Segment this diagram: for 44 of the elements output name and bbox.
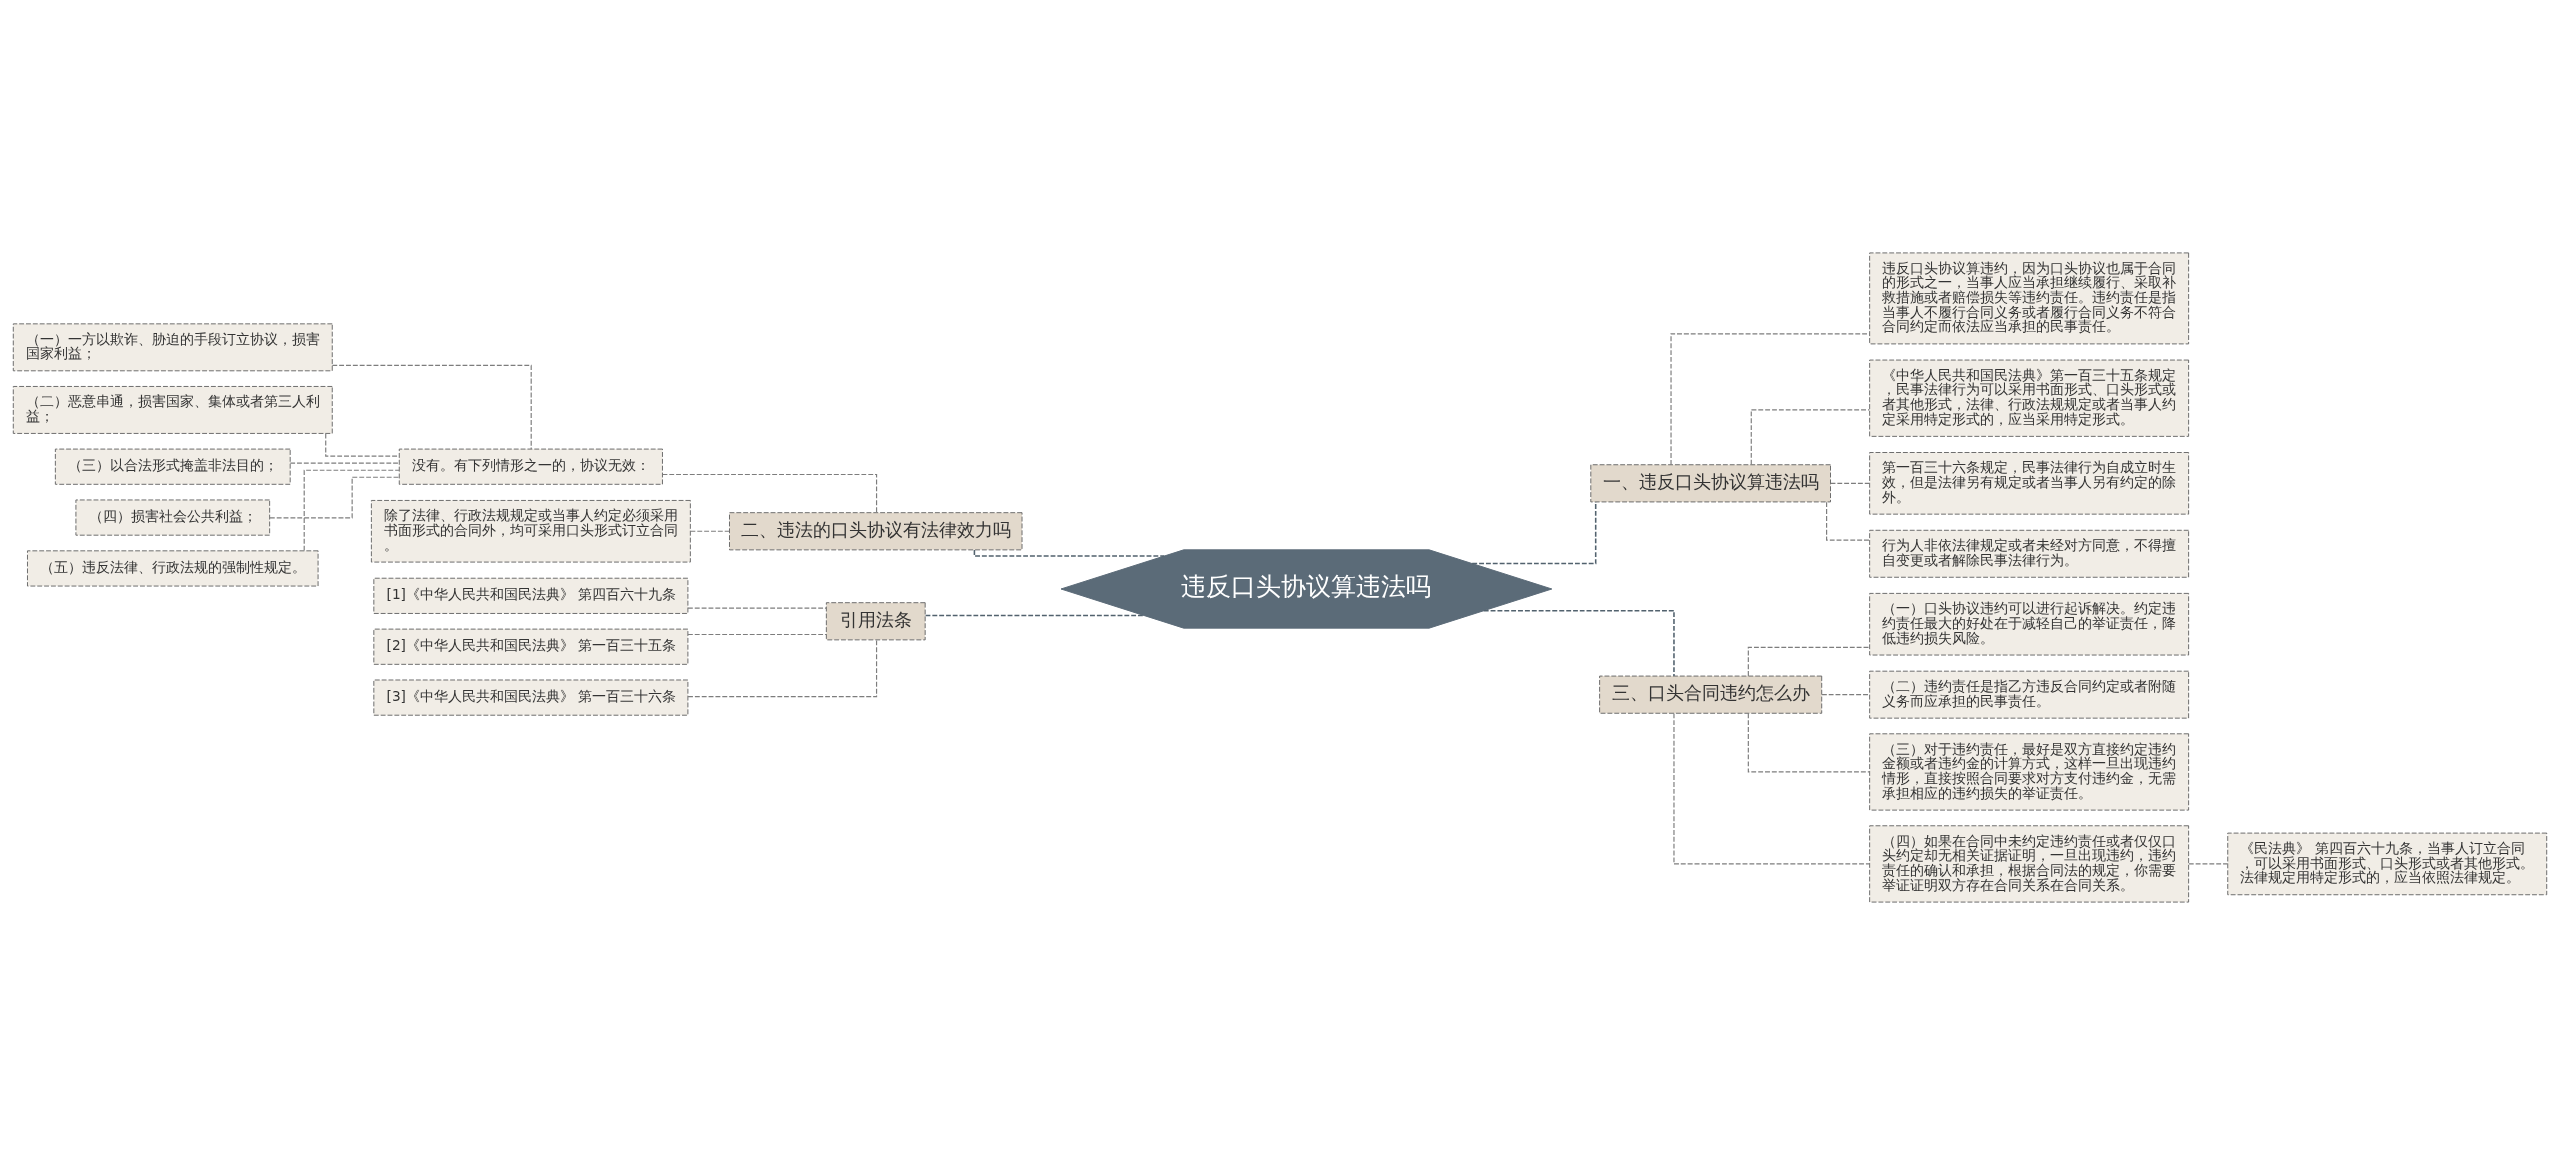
- connector: [325, 432, 400, 457]
- node-box: （三）以合法形式掩盖非法目的；: [54, 448, 291, 485]
- connector: [1482, 609, 1675, 677]
- connector: [269, 476, 400, 518]
- connector: [687, 607, 827, 609]
- node-box: （一）口头协议违约可以进行起诉解决。约定违约责任最大的好处在于减轻自己的举证责任，降低违约损失风险。: [1869, 592, 2190, 656]
- connector: [289, 462, 400, 464]
- node-box: 除了法律、行政法规规定或当事人约定必须采用书面形式的合同外，均可采用口头形式订立合同。: [370, 499, 691, 563]
- node-box: （二）恶意串通，损害国家、集体或者第三人利益；: [12, 385, 333, 434]
- node-box: 行为人非依法律规定或者未经对方同意，不得擅自变更或者解除民事法律行为。: [1869, 529, 2190, 578]
- node-box: [2]《中华人民共和国民法典》 第一百三十五条: [373, 628, 689, 665]
- node-box: 没有。有下列情形之一的，协议无效：: [398, 448, 663, 485]
- node-box: （三）对于违约责任，最好是双方直接约定违约金额或者违约金的计算方式，这样一旦出现违约情形，直接按照合同要求对方支付违约金，无需承担相应的违约损失的举证责任。: [1869, 732, 2190, 811]
- connector: [331, 364, 532, 450]
- node-box: （四）如果在合同中未约定违约责任或者仅仅口头约定却无相关证据证明，一旦出现违约，违约责任的确认和承担，根据合同法的规定，你需要举证证明双方存在合同关系在合同关系。: [1869, 824, 2190, 903]
- node-box: [1]《中华人民共和国民法典》 第四百六十九条: [373, 577, 689, 614]
- node-box: （二）违约责任是指乙方违反合同约定或者附随义务而应承担的民事责任。: [1869, 670, 2190, 719]
- connector: [1830, 482, 1870, 484]
- connector: [303, 469, 400, 551]
- node-box: （四）损害社会公共利益；: [75, 498, 271, 536]
- node-box: 违反口头协议算违约，因为口头协议也属于合同的形式之一，当事人应当承担继续履行、采取补救措施或者赔偿损失等违约责任。违约责任是指当事人不履行合同义务或者履行合同义务不符合合同约定而依法应当承担的民事责任。: [1869, 251, 2190, 344]
- node-box: 《中华人民共和国民法典》第一百三十五条规定，民事法律行为可以采用书面形式、口头形式或者其他形式，法律、行政法规规定或者当事人约定采用特定形式的，应当采用特定形式。: [1869, 359, 2190, 437]
- connector: [689, 530, 730, 532]
- connector: [1747, 712, 1871, 773]
- connector: [2188, 862, 2229, 864]
- connector: [1826, 501, 1871, 541]
- node-box: 引用法条: [825, 601, 926, 640]
- node-box: 三、口头合同违约怎么办: [1599, 675, 1823, 714]
- connector: [973, 548, 1165, 557]
- node-box: 二、违法的口头协议有法律效力吗: [729, 511, 1023, 550]
- connector: [1750, 408, 1871, 465]
- node-box: [3]《中华人民共和国民法典》 第一百三十六条: [373, 679, 689, 716]
- connector: [1821, 693, 1871, 695]
- node-box: 一、违反口头协议算违法吗: [1590, 463, 1831, 502]
- connector: [924, 614, 1145, 616]
- node-box: （一）一方以欺诈、胁迫的手段订立协议，损害国家利益；: [12, 322, 333, 371]
- node-box: 《民法典》 第四百六十九条，当事人订立合同，可以采用书面形式、口头形式或者其他形式。法律规定用特定形式的，应当依照法律规定。: [2227, 832, 2548, 895]
- connector: [1747, 646, 1871, 677]
- connector: [1670, 332, 1871, 465]
- node-box: 第一百三十六条规定，民事法律行为自成立时生效，但是法律另有规定或者当事人另有约定的除外。: [1869, 451, 2190, 515]
- connector: [661, 473, 878, 513]
- connector: [687, 633, 827, 635]
- connector: [1673, 712, 1871, 864]
- node-box: （五）违反法律、行政法规的强制性规定。: [27, 549, 319, 587]
